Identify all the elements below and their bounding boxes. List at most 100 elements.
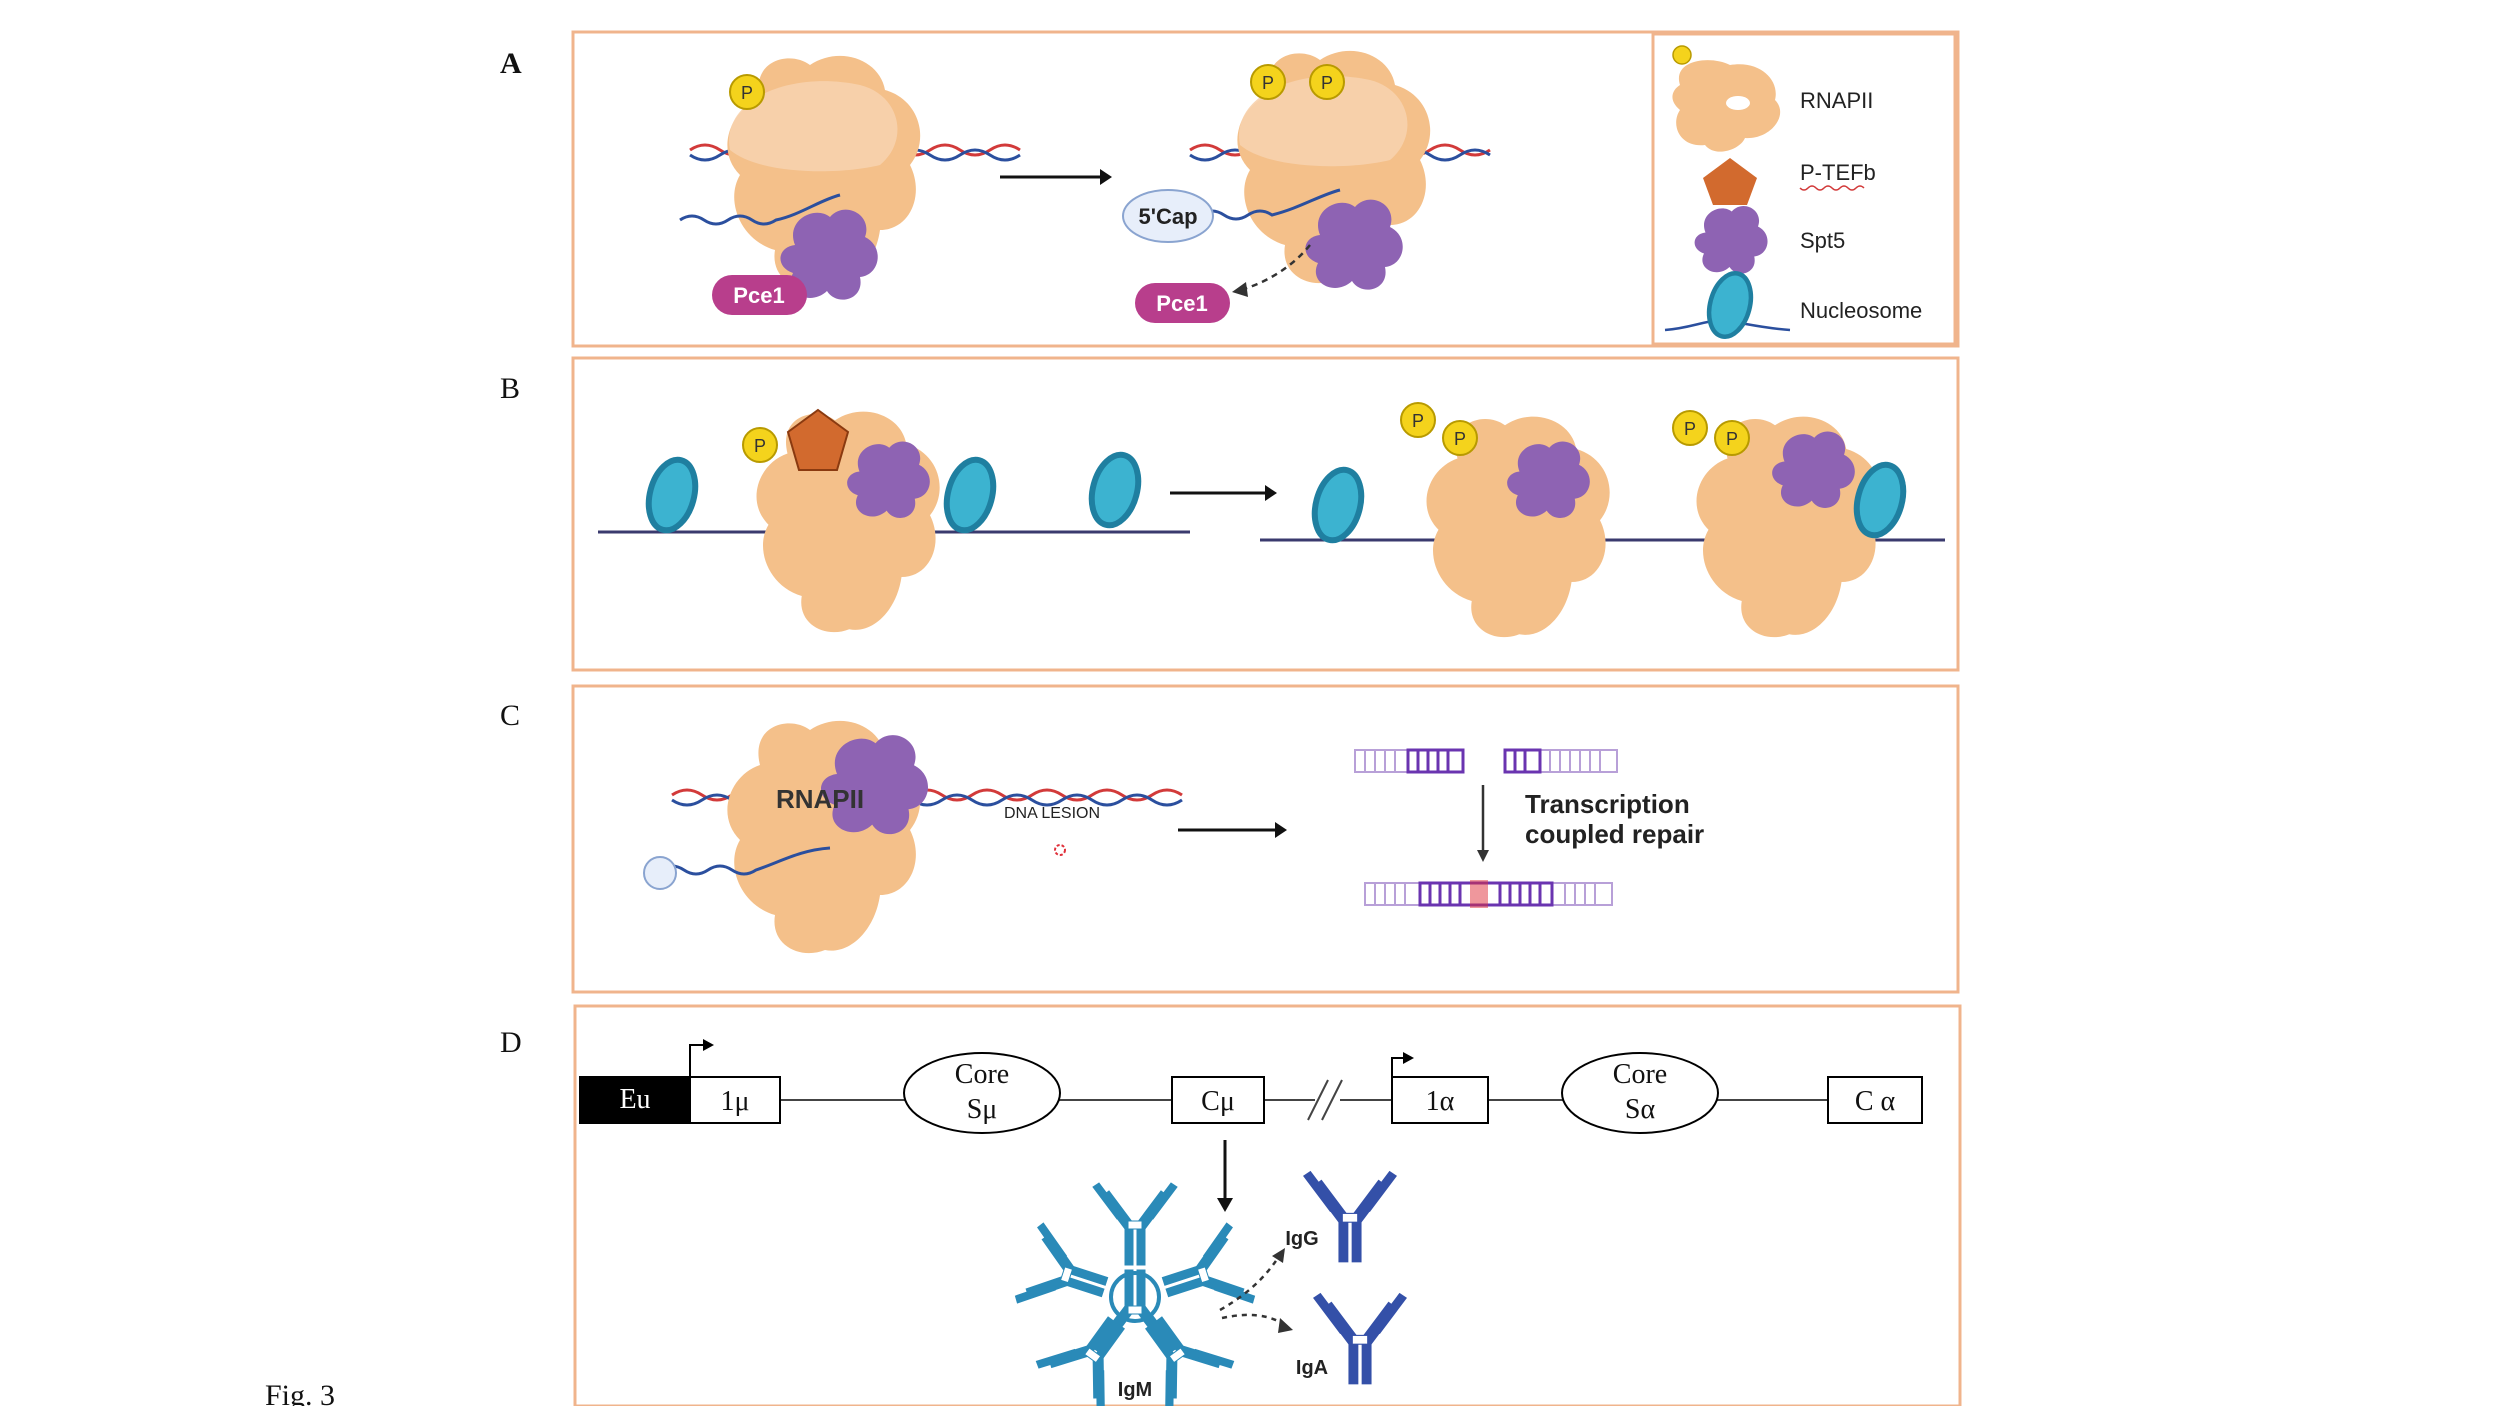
legend-nucleosome-icon (1702, 269, 1757, 342)
panel-a-left-complex: P Pce1 (679, 55, 1021, 315)
repair-arrowhead (1477, 850, 1489, 862)
legend-ptefb-label: P-TEFb (1800, 160, 1876, 185)
s-mu-ellipse (903, 1052, 1061, 1134)
s-alpha-core-label: Core (1613, 1059, 1667, 1090)
panel-b-frame (571, 356, 1960, 672)
nucleosome-icon (1084, 450, 1145, 531)
phospho-label: P (1412, 411, 1424, 431)
nucleosome-icon (641, 455, 702, 536)
legend: RNAPII P-TEFb Spt5 Nucleosome (1664, 45, 1922, 342)
igm-label: IgM (1118, 1379, 1152, 1401)
c-alpha-label: C α (1855, 1086, 1896, 1117)
arrowhead-d (1217, 1198, 1233, 1212)
i-mu-box (689, 1076, 781, 1124)
arrowhead-iga (1278, 1318, 1293, 1333)
phospho-icon (742, 427, 778, 463)
arrowhead-igg (1272, 1248, 1285, 1263)
phospho-icon (729, 74, 765, 110)
panel-c-left: RNAPII DNA LESION (643, 720, 1183, 954)
phospho-label: P (741, 83, 753, 103)
panel-d-antibodies: IgM IgG IgA (1013, 1171, 1407, 1406)
legend-spt5-label: Spt5 (1800, 228, 1845, 253)
arrowhead-c (1275, 822, 1287, 838)
legend-nucleosome-label: Nucleosome (1800, 298, 1922, 323)
panel-a-label: A (500, 47, 522, 80)
promoter-arrowhead-mu (703, 1039, 714, 1051)
igm-pentamer (1013, 1182, 1257, 1406)
c-mu-box (1171, 1076, 1265, 1124)
arrowhead-pce1 (1232, 282, 1248, 297)
phospho-label: P (1726, 429, 1738, 449)
phospho-icon (1442, 420, 1478, 456)
c-mu-label: Cμ (1201, 1086, 1235, 1117)
dna-fragment-left (1354, 748, 1465, 774)
i-mu-label: 1μ (720, 1086, 749, 1117)
s-alpha-ellipse (1561, 1052, 1719, 1134)
legend-rnapii-cleft (1726, 96, 1750, 110)
phospho-label: P (1684, 419, 1696, 439)
ptefb-icon (786, 408, 850, 471)
rna-transcript (679, 193, 841, 226)
panel-d-frame (573, 1004, 1962, 1406)
nucleosome-icon (939, 455, 1000, 536)
s-alpha-label: Sα (1625, 1094, 1656, 1125)
panel-d-locus: Eu 1μ Core Sμ Cμ 1α Core Sα C α (579, 1039, 1923, 1212)
legend-phospho-icon (1672, 45, 1692, 65)
rna-transcript (659, 846, 831, 876)
phospho-label: P (1262, 73, 1274, 93)
panel-c-frame (571, 684, 1960, 994)
dna-lesion-label: DNA LESION (1004, 805, 1100, 822)
i-alpha-label: 1α (1426, 1086, 1455, 1117)
promoter-arrow-mu (689, 1044, 705, 1077)
s-mu-core-label: Core (955, 1059, 1009, 1090)
arrowhead-b (1265, 485, 1277, 501)
cap-badge (1122, 189, 1214, 243)
phospho-icon (1400, 402, 1436, 438)
promoter-arrowhead-alpha (1403, 1052, 1414, 1064)
phospho-icon (1250, 64, 1286, 100)
i-alpha-box (1391, 1076, 1489, 1124)
rna-transcript (1199, 188, 1341, 221)
panel-a-legend-frame (1651, 32, 1957, 346)
igm-unit (1013, 1221, 1119, 1328)
legend-spt5-icon (1694, 205, 1768, 274)
phospho-icon (1309, 64, 1345, 100)
promoter-arrow-alpha (1391, 1057, 1405, 1077)
break-mark (1307, 1079, 1343, 1121)
legend-ptefb-underline (1799, 185, 1865, 191)
pce1-label-right: Pce1 (1156, 291, 1207, 316)
legend-rnapii-label: RNAPII (1800, 88, 1873, 113)
panel-c-right: Transcription coupled repair (1354, 748, 1704, 908)
pce1-badge-left (712, 275, 807, 315)
phospho-icon (1714, 420, 1750, 456)
legend-ptefb-icon (1703, 158, 1757, 205)
s-mu-label: Sμ (967, 1094, 998, 1125)
igm-unit (1092, 1182, 1178, 1266)
arrowhead-a (1100, 169, 1112, 185)
dna-fragment-right (1503, 748, 1618, 774)
dashed-arrow-iga (1221, 1313, 1286, 1327)
panel-a-right-complex: P P 5'Cap Pce1 (1122, 50, 1491, 323)
pce1-label-left: Pce1 (733, 283, 784, 308)
panel-d-label: D (500, 1026, 522, 1059)
c-alpha-box (1827, 1076, 1923, 1124)
phospho-label: P (1321, 73, 1333, 93)
cap-circle (643, 856, 677, 890)
rnapii-upper-lobe (729, 81, 898, 172)
repair-label-line1: Transcription (1525, 789, 1690, 819)
nucleosome-icon (1307, 465, 1368, 546)
rnapii-label: RNAPII (776, 784, 864, 814)
eu-label: Eu (619, 1084, 650, 1115)
rnapii-upper-lobe (1239, 76, 1408, 167)
iga-label: IgA (1296, 1357, 1328, 1379)
legend-rnapii-icon (1672, 60, 1781, 152)
phospho-label: P (754, 436, 766, 456)
panel-b-label: B (500, 372, 520, 405)
phospho-label: P (1454, 429, 1466, 449)
igg-label: IgG (1285, 1228, 1318, 1250)
repair-label-line2: coupled repair (1525, 819, 1704, 849)
repaired-dna (1364, 880, 1613, 908)
panel-c-label: C (500, 699, 520, 732)
panel-a-frame (571, 30, 1960, 348)
cap-label: 5'Cap (1138, 204, 1197, 229)
